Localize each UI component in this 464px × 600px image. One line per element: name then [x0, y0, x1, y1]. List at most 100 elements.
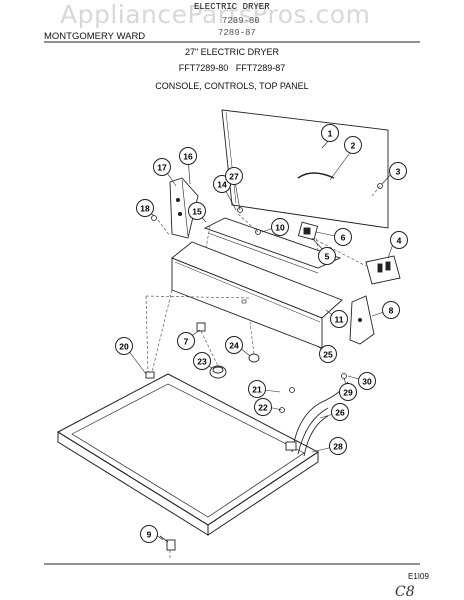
callout-number: 30 — [362, 377, 372, 387]
watermark: AppliancePartsPros.com — [60, 0, 371, 29]
part-switch — [297, 221, 319, 241]
part-console-end-cap-right — [349, 295, 375, 345]
callout-circle — [318, 247, 336, 265]
part-console-back-panel — [221, 109, 389, 229]
callout-circle — [188, 202, 206, 220]
callout-number: 24 — [229, 341, 239, 351]
callout-circle — [153, 158, 171, 176]
callout-10: 10 — [271, 218, 289, 236]
callout-number: 18 — [140, 204, 150, 214]
callout-circle — [115, 337, 133, 355]
callout-circle — [329, 437, 347, 455]
product-type-label: ELECTRIC DRYER — [194, 2, 270, 12]
part-console-front-panel — [171, 241, 343, 349]
callout-number: 26 — [335, 408, 345, 418]
callout-15: 15 — [188, 202, 206, 220]
part-console-top-trim — [203, 217, 342, 274]
callout-25: 25 — [319, 345, 337, 363]
part-knob-large — [209, 365, 227, 379]
callout-number: 14 — [217, 180, 227, 190]
diagram-subtitle: 27" ELECTRIC DRYER — [184, 47, 280, 57]
callout-number: 17 — [157, 163, 167, 173]
section-title: CONSOLE, CONTROLS, TOP PANEL — [155, 81, 309, 91]
callout-circle — [271, 218, 289, 236]
callout-16: 16 — [179, 147, 197, 165]
callout-number: 5 — [325, 252, 330, 262]
callout-number: 9 — [147, 530, 152, 540]
callout-number: 4 — [397, 236, 402, 246]
callout-number: 8 — [389, 306, 394, 316]
callout-circle — [179, 147, 197, 165]
callout-number: 20 — [119, 342, 129, 352]
callout-circle — [390, 231, 408, 249]
model-fragment-1: 7289-80 — [222, 16, 260, 26]
callout-circle — [177, 332, 195, 350]
callout-3: 3 — [389, 162, 407, 180]
callout-circle — [136, 199, 154, 217]
callout-number: 6 — [341, 233, 346, 243]
page-code: E1I09 — [408, 572, 429, 581]
callout-number: 16 — [183, 152, 193, 162]
callout-circle — [344, 136, 362, 154]
callout-28: 28 — [329, 437, 347, 455]
callout-circle — [319, 345, 337, 363]
callout-number: 25 — [323, 350, 333, 360]
part-knob-medium — [248, 353, 260, 363]
callout-17: 17 — [153, 158, 171, 176]
callout-number: 27 — [229, 172, 239, 182]
callout-circle — [321, 124, 339, 142]
callout-1: 1 — [321, 124, 339, 142]
callout-number: 1 — [328, 129, 333, 139]
callout-circle — [389, 162, 407, 180]
callout-circle — [330, 310, 348, 328]
callout-number: 11 — [335, 315, 344, 325]
model-fragment-2: 7289-87 — [218, 28, 256, 38]
callout-number: 7 — [184, 337, 189, 347]
callout-21: 21 — [248, 380, 266, 398]
callout-number: 29 — [343, 388, 353, 398]
part-timer — [365, 255, 401, 285]
callout-circle — [225, 336, 243, 354]
callout-circle — [331, 403, 349, 421]
callout-11: 11 — [330, 310, 348, 328]
callout-circle — [334, 228, 352, 246]
callout-22: 22 — [254, 398, 272, 416]
callout-circle — [382, 301, 400, 319]
callout-number: 2 — [351, 141, 356, 151]
callout-circle — [339, 383, 357, 401]
callout-circle — [358, 372, 376, 390]
callout-6: 6 — [334, 228, 352, 246]
callout-circle — [248, 380, 266, 398]
callout-18: 18 — [136, 199, 154, 217]
callout-number: 22 — [258, 403, 268, 413]
callout-number: 10 — [275, 223, 285, 233]
callout-circle — [225, 167, 243, 185]
model-numbers: FFT7289-80 FFT7289-87 — [178, 63, 286, 73]
callout-4: 4 — [390, 231, 408, 249]
callout-number: 15 — [192, 207, 202, 217]
callout-29: 29 — [339, 383, 357, 401]
part-clip-left — [145, 371, 155, 379]
corner-mark: C8 — [395, 584, 415, 600]
callout-30: 30 — [358, 372, 376, 390]
part-knob-small — [196, 322, 206, 332]
callout-27: 27 — [225, 167, 243, 185]
callout-20: 20 — [115, 337, 133, 355]
callout-26: 26 — [331, 403, 349, 421]
callout-circle — [254, 398, 272, 416]
callout-7: 7 — [177, 332, 195, 350]
callout-9: 9 — [140, 525, 158, 543]
callout-5: 5 — [318, 247, 336, 265]
callout-2: 2 — [344, 136, 362, 154]
callout-number: 3 — [396, 167, 401, 177]
brand-label: MONTGOMERY WARD — [44, 31, 146, 42]
callout-circle — [193, 352, 211, 370]
callout-number: 21 — [252, 385, 262, 395]
part-clip-bottom — [159, 535, 176, 551]
alignment-lines — [145, 185, 381, 560]
callout-circle — [140, 525, 158, 543]
part-top-panel — [56, 373, 319, 536]
callout-24: 24 — [225, 336, 243, 354]
callout-number: 23 — [197, 357, 207, 367]
